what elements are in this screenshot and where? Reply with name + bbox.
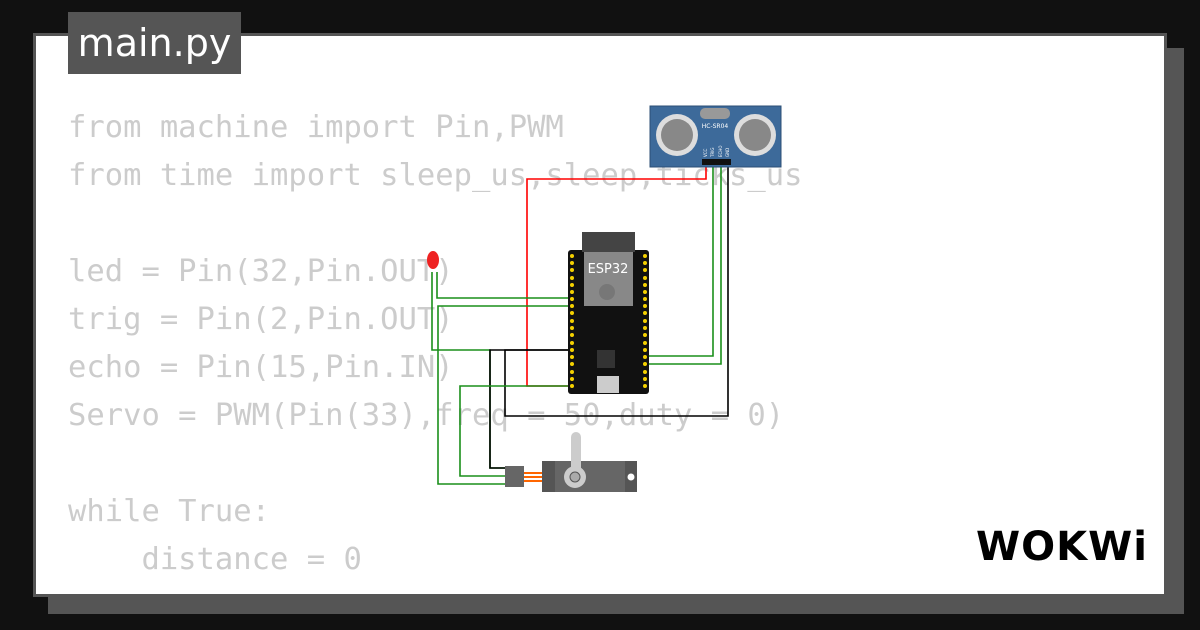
esp32-board[interactable]: ESP32 bbox=[568, 232, 649, 394]
ultrasonic-sensor[interactable]: HC-SR04 VCC TRIG ECHO GND bbox=[649, 105, 782, 168]
wire-led-trig bbox=[437, 305, 572, 485]
code-line: from machine import Pin,PWM bbox=[68, 110, 564, 145]
sensor-label: HC-SR04 bbox=[702, 123, 729, 130]
wire-servo-pwm bbox=[459, 385, 572, 477]
code-line: distance = 0 bbox=[68, 542, 362, 577]
red-led[interactable] bbox=[427, 251, 439, 269]
code-line: trig = Pin(2,Pin.OUT) bbox=[68, 302, 454, 337]
sensor-pin-label-vcc: VCC bbox=[703, 148, 708, 157]
code-line: echo = Pin(15,Pin.IN) bbox=[68, 350, 454, 385]
sensor-pin-label-gnd: GND bbox=[725, 148, 730, 157]
sensor-pin-label-trig: TRIG bbox=[710, 147, 715, 158]
wire-trig bbox=[648, 160, 714, 357]
wokwi-logo: WOKWi bbox=[976, 524, 1148, 570]
sensor-pin-label-echo: ECHO bbox=[718, 146, 723, 157]
board-label: ESP32 bbox=[588, 262, 629, 277]
code-line: led = Pin(32,Pin.OUT) bbox=[68, 254, 454, 289]
wire-servo-gnd bbox=[489, 349, 572, 469]
file-tab: main.py bbox=[68, 12, 241, 74]
code-line: while True: bbox=[68, 494, 270, 529]
wire-led-cathode bbox=[431, 272, 505, 469]
code-line: trig.value(0) bbox=[68, 584, 803, 594]
servo-motor[interactable] bbox=[505, 432, 637, 492]
wire-echo bbox=[648, 160, 722, 365]
wire-led-anode bbox=[436, 272, 572, 299]
